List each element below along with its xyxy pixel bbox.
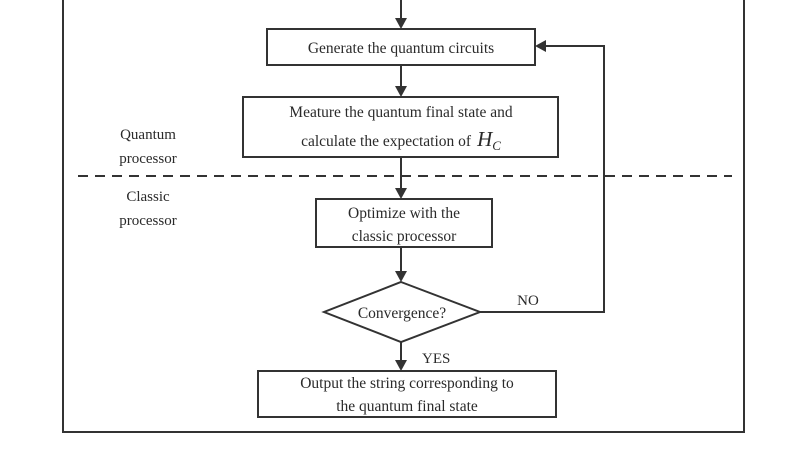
edge-convergence-output-arrowhead [395, 360, 407, 371]
edge-entry-arrowhead [395, 18, 407, 29]
node-optimize-text-line1: Optimize with the [348, 205, 460, 222]
node-measure-state: Meature the quantum final state and calc… [242, 96, 559, 158]
quantum-label-line2: processor [119, 151, 176, 167]
hamiltonian-symbol: H [476, 127, 494, 151]
quantum-processor-label: Quantum processor [119, 127, 176, 167]
outer-frame [62, 0, 745, 433]
node-measure-text-line1: Meature the quantum final state and [289, 104, 513, 121]
node-output-box [257, 370, 557, 418]
node-convergence-diamond [321, 280, 483, 344]
node-measure-box [242, 96, 559, 158]
node-measure-text-line2-words: calculate the expectation of [301, 133, 472, 150]
edge-generate-measure-arrowhead [395, 86, 407, 97]
node-output-string: Output the string corresponding to the q… [257, 370, 557, 418]
node-generate-circuits: Generate the quantum circuits [266, 28, 536, 66]
hamiltonian-subscript: C [492, 138, 501, 153]
node-convergence-text: Convergence? [358, 305, 446, 322]
node-generate-box [266, 28, 536, 66]
edge-no-loop-arrowhead [535, 40, 546, 52]
node-generate-text: Generate the quantum circuits [308, 40, 494, 57]
edge-measure-optimize-arrowhead [395, 188, 407, 199]
edge-optimize-convergence-arrowhead [395, 271, 407, 282]
classic-processor-label: Classic processor [119, 189, 176, 229]
node-convergence-decision: Convergence? [321, 280, 483, 344]
edge-label-yes: YES [422, 351, 450, 367]
node-output-text-line1: Output the string corresponding to [300, 375, 514, 392]
edge-no-loop [480, 45, 605, 313]
quantum-label-line1: Quantum [120, 127, 176, 143]
node-output-text-line2: the quantum final state [336, 398, 478, 415]
node-optimize-box [315, 198, 493, 248]
node-optimize: Optimize with the classic processor [315, 198, 493, 248]
classic-label-line2: processor [119, 213, 176, 229]
classic-label-line1: Classic [126, 189, 170, 205]
node-optimize-text-line2: classic processor [352, 228, 457, 245]
edge-label-no: NO [517, 293, 539, 309]
